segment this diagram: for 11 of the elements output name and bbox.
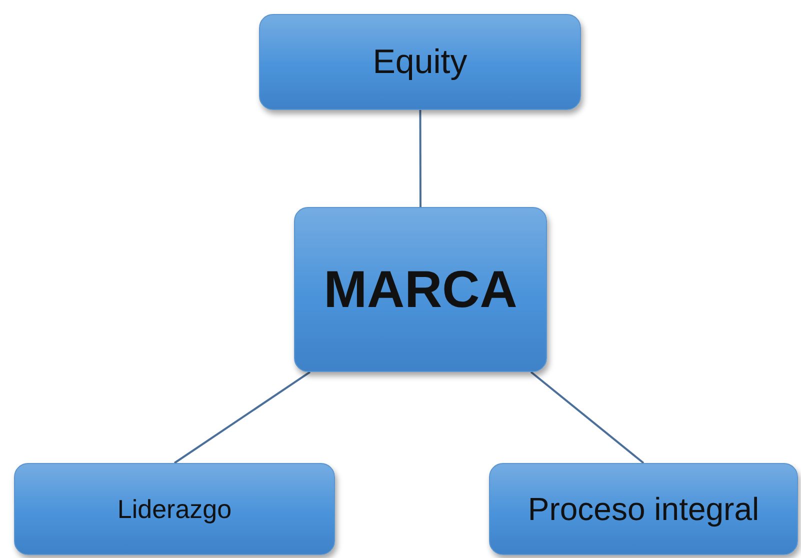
node-label: Equity bbox=[372, 42, 468, 82]
node-label: Liderazgo bbox=[117, 494, 232, 524]
node-box bbox=[489, 463, 798, 555]
connector-line bbox=[419, 110, 422, 207]
connector-line bbox=[174, 371, 311, 464]
node-label: MARCA bbox=[324, 260, 518, 320]
node-label: Proceso integral bbox=[528, 490, 760, 528]
node-box bbox=[259, 14, 581, 110]
node-box bbox=[14, 463, 335, 555]
node-box bbox=[294, 207, 547, 372]
connector-line bbox=[530, 371, 644, 464]
